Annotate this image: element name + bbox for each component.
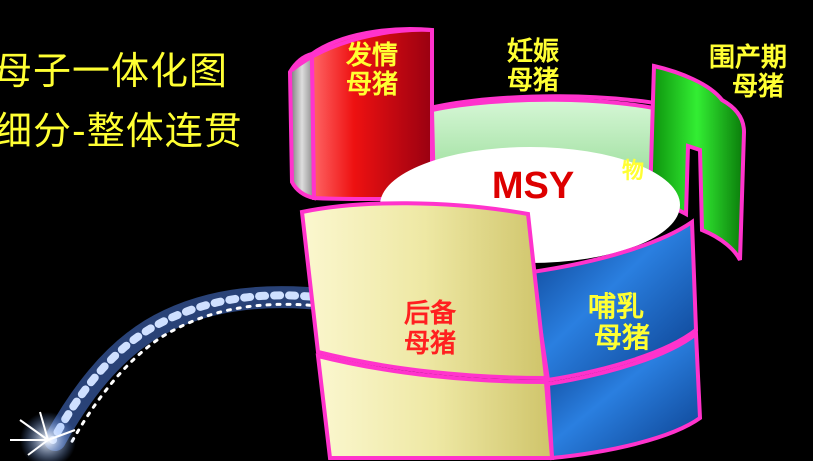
segment-gilt-lower (315, 353, 555, 460)
gestation-label-1: 妊娠 (507, 37, 559, 67)
water-stream (10, 286, 341, 461)
gestation-label-2: 母猪 (507, 66, 559, 96)
segment-gilt (299, 201, 549, 381)
lactation-label-1: 哺乳 (588, 290, 644, 323)
title-line-1: 母子一体化图 (0, 49, 229, 93)
segment-estrus-top-edge (290, 27, 433, 72)
segment-lactation-lower (545, 330, 703, 461)
farrowing-label-1: 围产期 (709, 43, 787, 73)
estrus-label-2: 母猪 (346, 70, 398, 100)
estrus-label-1: 发情 (345, 40, 398, 71)
segment-estrus (309, 27, 434, 203)
segment-lactation (529, 218, 699, 383)
center-hidden-text: 物 (622, 158, 644, 184)
title-line-2: 细分-整体连贯 (0, 109, 243, 153)
lactation-label-2: 母猪 (594, 321, 650, 354)
gilt-label-2: 母猪 (404, 329, 456, 359)
farrowing-label-2: 母猪 (732, 72, 784, 102)
center-label: MSY (492, 165, 574, 207)
gilt-label-1: 后备 (404, 299, 457, 329)
